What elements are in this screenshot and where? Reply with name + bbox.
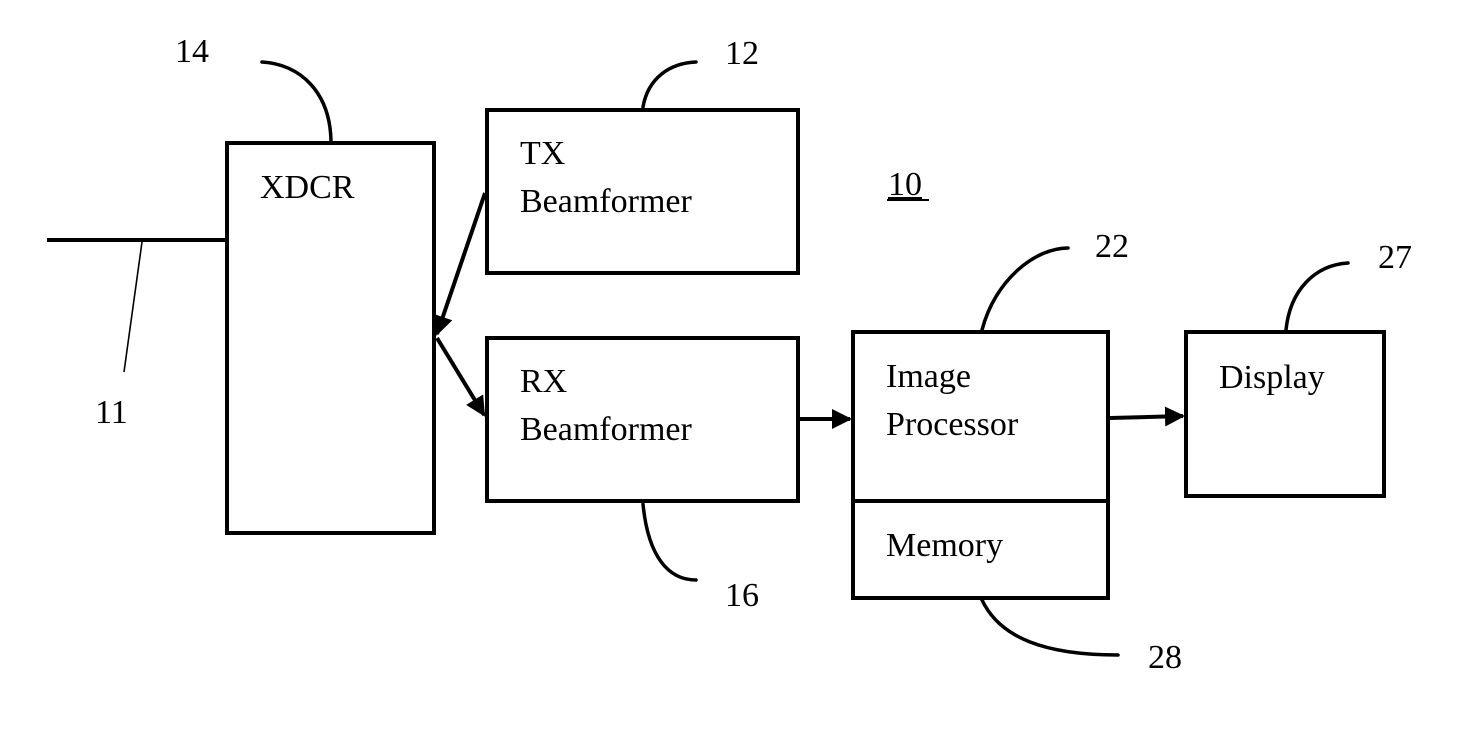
image-processor-ref-number: 22 (1095, 228, 1129, 265)
tx-label-line1: TX (520, 135, 565, 172)
xdcr-ref-leader (262, 62, 331, 141)
display-block (1186, 332, 1384, 496)
display-ref-number: 27 (1378, 239, 1412, 276)
rx-label-line1: RX (520, 363, 567, 400)
tx-to-xdcr-arrow (437, 193, 485, 334)
figure-number: 10 (888, 166, 922, 203)
display-ref-leader (1286, 263, 1348, 330)
image-processor-label-line1: Image (886, 358, 971, 395)
tx-label-line2: Beamformer (520, 183, 692, 220)
memory-label: Memory (886, 527, 1003, 564)
memory-ref-leader (982, 600, 1118, 655)
xdcr-label: XDCR (260, 169, 355, 206)
xdcr-to-rx-arrow (437, 338, 484, 415)
display-label: Display (1219, 359, 1325, 396)
memory-ref-number: 28 (1148, 639, 1182, 676)
cable-ref-number: 11 (95, 394, 128, 431)
rx-ref-leader (643, 504, 696, 580)
image-processor-label-line2: Processor (886, 406, 1019, 443)
tx-ref-leader (643, 62, 696, 107)
tx-ref-number: 12 (725, 35, 759, 72)
rx-ref-number: 16 (725, 577, 759, 614)
cable-ref-leader (124, 242, 142, 372)
image-processor-ref-leader (982, 248, 1068, 330)
rx-label-line2: Beamformer (520, 411, 692, 448)
xdcr-ref-number: 14 (175, 33, 209, 70)
image-processor-to-display-arrow (1110, 416, 1183, 418)
